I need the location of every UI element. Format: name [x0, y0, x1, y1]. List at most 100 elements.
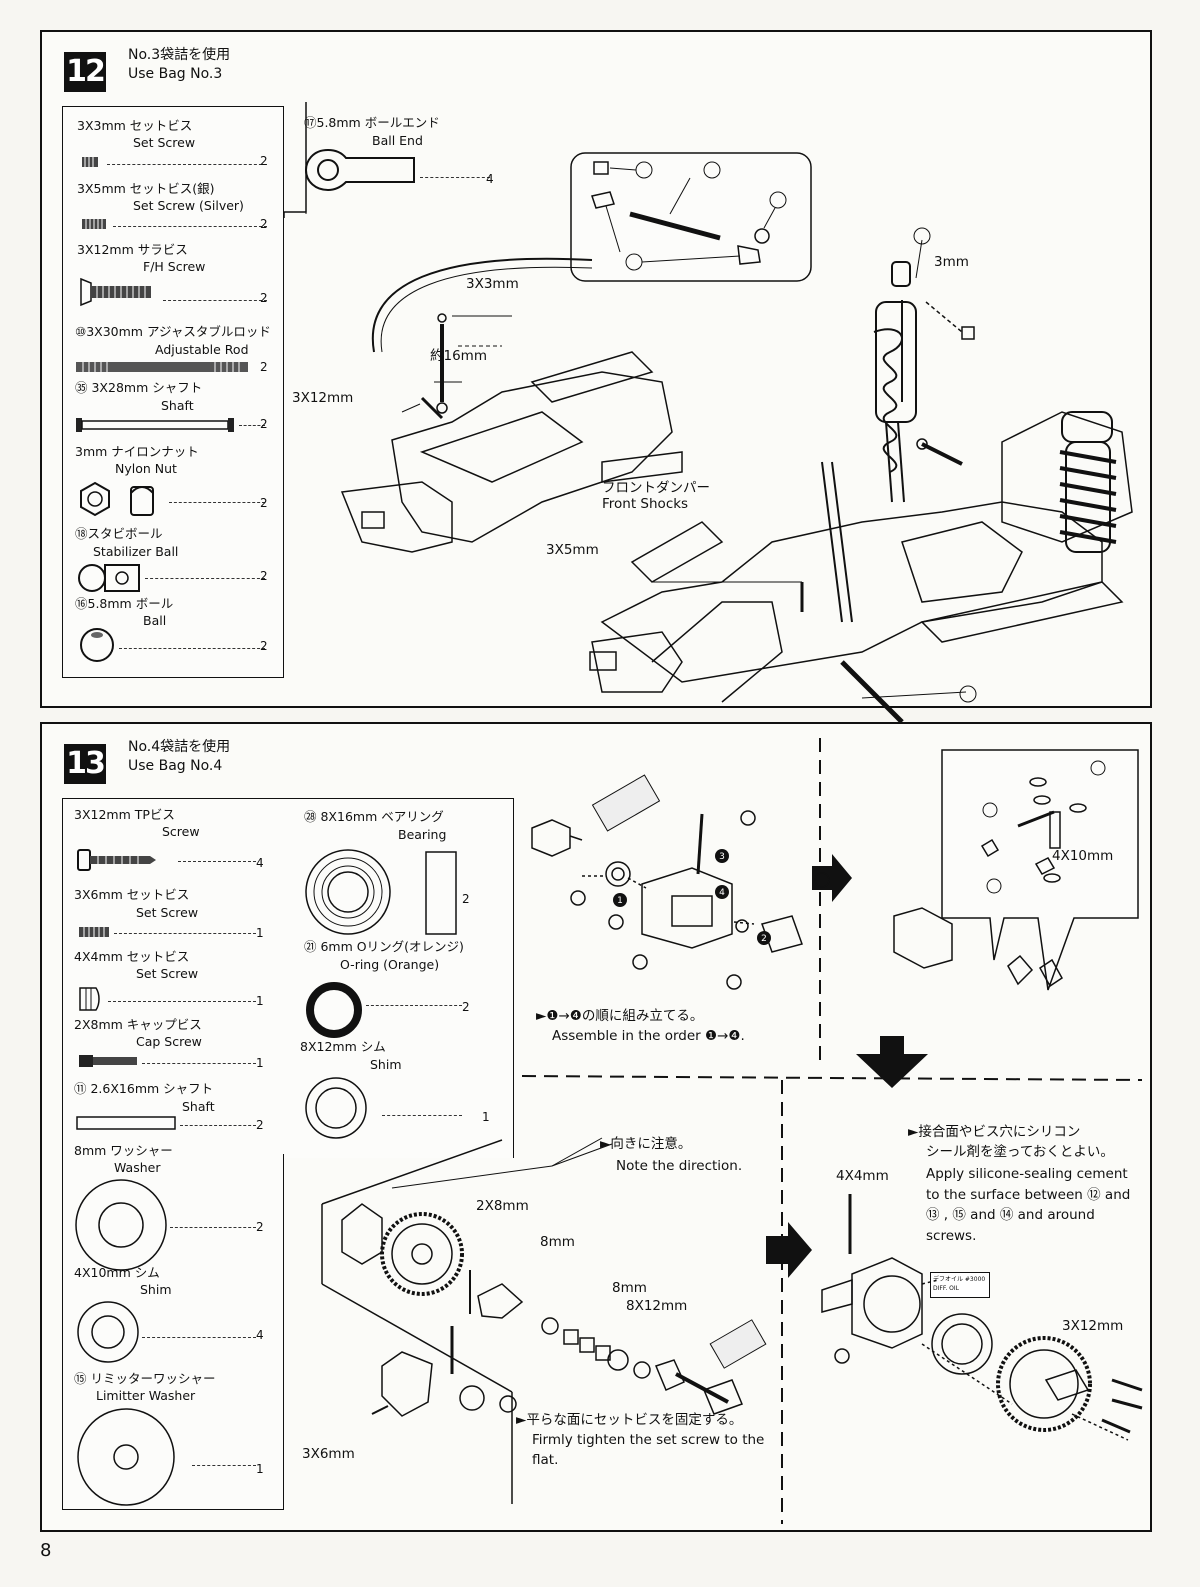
qty-leader: [382, 1108, 462, 1116]
diff-oil-bottle: デフオイル #3000 DIFF. OIL: [930, 1272, 990, 1298]
bag-jp: No.4袋詰を使用: [128, 739, 231, 755]
direction-note-en: Note the direction.: [616, 1158, 743, 1174]
assembled-diff-drawing: [821, 1194, 1143, 1441]
bag-instruction: No.3袋詰を使用 Use Bag No.3: [128, 46, 230, 84]
set-screw-icon: [82, 157, 98, 167]
part-size: 3X12mm TPビス: [74, 807, 175, 822]
part-qty: 4: [256, 856, 264, 870]
part-qty: 2: [260, 496, 268, 510]
part-size: ㉟ 3X28mm シャフト: [75, 380, 203, 395]
part-name: O-ring (Orange): [340, 957, 440, 972]
part-qty: 2: [256, 1220, 264, 1234]
part-size: 3X6mm セットビス: [74, 887, 190, 902]
bag-en: Use Bag No.4: [128, 758, 223, 774]
part-name: Shaft: [182, 1099, 215, 1114]
part-name: Shaft: [161, 398, 194, 413]
part-qty: 1: [256, 994, 264, 1008]
part-name: Ball: [143, 613, 167, 628]
diff-gear-inset: [893, 749, 1139, 991]
tp-screw-icon: [77, 849, 156, 871]
svg-text:3: 3: [719, 852, 725, 862]
part-name: Screw: [162, 824, 200, 839]
qty-leader: [113, 217, 267, 227]
limiter-washer-icon: [77, 1408, 175, 1506]
washer-icon: [75, 1179, 167, 1271]
set-screw-icon: [79, 927, 109, 937]
bearing-icon: [305, 849, 457, 935]
part-name: Bearing: [398, 827, 447, 842]
shaft-icon: [76, 418, 234, 432]
qty-leader: [366, 998, 462, 1006]
part-size: 3X12mm サラビス: [77, 242, 188, 257]
qty-leader: [180, 1118, 256, 1126]
part-qty: 1: [256, 1462, 264, 1476]
part-size: ⑪ 2.6X16mm シャフト: [74, 1081, 214, 1096]
part-qty: 2: [260, 417, 268, 431]
silicone-note-jp-1: ►接合面やビス穴にシリコン: [908, 1124, 1081, 1140]
ballend-qty: 4: [486, 172, 494, 186]
part-qty: 2: [260, 154, 268, 168]
label-3x6: 3X6mm: [302, 1446, 355, 1462]
part-size: ㉑ 6mm Oリング(オレンジ): [304, 939, 464, 954]
qty-leader: [420, 172, 490, 178]
part-qty: 2: [260, 217, 268, 231]
parts-list: 3X3mm セットビス Set Screw 2 3X5mm セットビス(銀) S…: [62, 106, 284, 678]
part-qty: 2: [260, 639, 268, 653]
part-name: Set Screw: [133, 135, 196, 150]
part-qty: 1: [256, 926, 264, 940]
callout-3x3: 3X3mm: [466, 276, 519, 292]
qty-leader: [192, 1458, 256, 1466]
qty-leader: [170, 1220, 256, 1228]
shaft-icon: [76, 1116, 176, 1130]
qty-leader: [169, 497, 265, 503]
svg-text:4: 4: [719, 888, 725, 898]
part-size: ⑯5.8mm ボール: [75, 596, 174, 611]
part-name: Shim: [140, 1282, 172, 1297]
part-size: ㉘ 8X16mm ベアリング: [304, 809, 444, 824]
part-name: Set Screw: [136, 905, 199, 920]
part-name: Washer: [114, 1160, 161, 1175]
label-4x4: 4X4mm: [836, 1168, 889, 1184]
part-size: 8X12mm シム: [300, 1039, 386, 1054]
part-size: ⑩3X30mm アジャスタブルロッド: [75, 324, 271, 339]
direction-note-jp: ►向きに注意。: [600, 1136, 692, 1152]
step-number-badge: 13: [64, 744, 106, 784]
cap-screw-icon: [79, 1055, 137, 1067]
part-qty: 2: [260, 360, 268, 374]
assemble-order-jp: ►❶→❹の順に組み立てる。: [536, 1008, 704, 1024]
panel-dividers: [521, 738, 1143, 1524]
part-qty: 2: [462, 892, 470, 906]
qty-leader: [145, 569, 265, 579]
parts-frame-line: [283, 102, 307, 218]
ball-icon: [80, 628, 114, 662]
callout-3x12: 3X12mm: [292, 390, 354, 406]
part-qty: 4: [256, 1328, 264, 1342]
step-13-panel: 13 No.4袋詰を使用 Use Bag No.4 3X12mm TPビス Sc…: [40, 722, 1152, 1532]
part-qty: 2: [260, 569, 268, 583]
qty-leader: [114, 926, 256, 934]
svg-text:2: 2: [761, 934, 767, 944]
step-12-panel: 12 No.3袋詰を使用 Use Bag No.3 3X3mm セットビス Se…: [40, 30, 1152, 724]
part-qty: 2: [256, 1118, 264, 1132]
part-size: 4X4mm セットビス: [74, 949, 190, 964]
part-name: Set Screw: [136, 966, 199, 981]
callout-front-shocks-en: Front Shocks: [602, 496, 689, 512]
part-size: ⑮ リミッターワッシャー: [74, 1371, 216, 1386]
set-screw-icon: [82, 219, 106, 229]
shim-icon: [77, 1301, 139, 1363]
qty-leader: [107, 155, 267, 165]
label-8mm-b: 8mm: [612, 1280, 647, 1296]
bag-en: Use Bag No.3: [128, 66, 223, 82]
part-name: Limitter Washer: [96, 1388, 196, 1403]
ballend-name: Ball End: [372, 133, 423, 148]
stabilizer-ball-icon: [78, 564, 140, 592]
part-qty: 1: [482, 1110, 490, 1124]
part-name: Set Screw (Silver): [133, 198, 244, 213]
part-name: Adjustable Rod: [155, 342, 249, 357]
qty-leader: [142, 1056, 256, 1064]
part-size: 4X10mm シム: [74, 1265, 160, 1280]
callout-3x5: 3X5mm: [546, 542, 599, 558]
spur-gear-assembly-drawing: [321, 1137, 767, 1504]
part-name: Stabilizer Ball: [93, 544, 179, 559]
front-chassis-drawing: [340, 227, 1133, 724]
